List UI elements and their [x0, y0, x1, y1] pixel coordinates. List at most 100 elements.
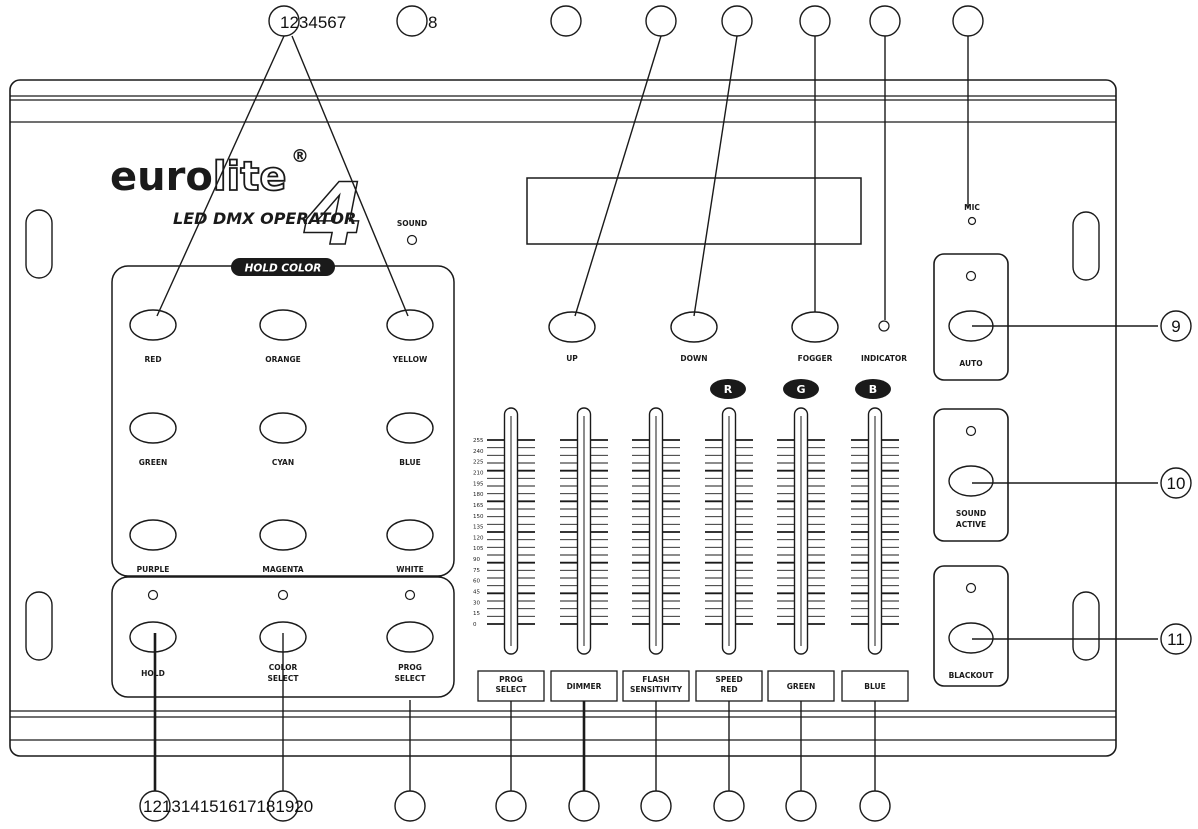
color-button-white[interactable] — [386, 519, 434, 551]
color-button-yellow[interactable] — [386, 309, 434, 341]
rgb-badge-label: R — [724, 383, 733, 396]
color-button-cyan[interactable] — [259, 412, 307, 444]
mode-group-3: BLACKOUT — [933, 565, 1009, 687]
scale-value: 180 — [473, 492, 484, 498]
nav-button-row: UP DOWN FOGGER — [548, 311, 839, 363]
scale-value: 45 — [473, 590, 480, 596]
sound-label: SOUND — [397, 219, 427, 228]
scale-value: 15 — [473, 611, 480, 617]
mode-button-label: ACTIVE — [956, 520, 986, 529]
logo-euro: eurolite — [110, 154, 286, 200]
status-led-icon — [147, 589, 159, 601]
fader-label-box — [767, 670, 835, 702]
rgb-badge-label: B — [869, 383, 877, 396]
callout-circle-bottom-3 — [568, 790, 600, 822]
fader-label-box — [695, 670, 763, 702]
indicator-label: INDICATOR — [861, 354, 907, 363]
mode-led-icon — [965, 425, 977, 437]
up-button-label: UP — [566, 354, 578, 363]
scale-value: 255 — [473, 438, 484, 444]
fader-label: SELECT — [495, 685, 527, 694]
leader-line — [156, 35, 285, 317]
color-button-label: YELLOW — [392, 355, 428, 364]
mode-panel — [933, 408, 1009, 542]
mode-group-1: AUTO — [933, 253, 1009, 381]
brand-logo: eurolite ® 4 LED DMX OPERATOR — [110, 146, 365, 266]
color-button-magenta[interactable] — [259, 519, 307, 551]
color-button-label: CYAN — [272, 458, 294, 467]
fader-label: FLASH — [642, 675, 669, 684]
lower-button-3[interactable] — [386, 621, 434, 653]
indicator-led-icon — [878, 320, 890, 332]
fader-label: PROG — [499, 675, 523, 684]
color-button-label: PURPLE — [137, 565, 170, 574]
housing — [9, 79, 1117, 757]
callout-circle-10 — [1160, 467, 1192, 499]
rack-slot-top-right — [1072, 211, 1100, 281]
callout-circle-9 — [1160, 310, 1192, 342]
callout-circle-top-4 — [721, 5, 753, 37]
scale-value: 90 — [473, 557, 480, 563]
status-led-icon — [277, 589, 289, 601]
up-button[interactable] — [548, 311, 596, 343]
callout-circle-bottom-6 — [785, 790, 817, 822]
rgb-badge-r — [710, 379, 746, 399]
fader-label-box — [550, 670, 618, 702]
mode-button-label: SOUND — [956, 509, 986, 518]
color-button-green[interactable] — [129, 412, 177, 444]
callout-circle-12 — [139, 790, 171, 822]
color-button-label: GREEN — [139, 458, 167, 467]
fader-label-box — [622, 670, 690, 702]
scale-value: 150 — [473, 514, 484, 520]
color-button-orange[interactable] — [259, 309, 307, 341]
fogger-button[interactable] — [791, 311, 839, 343]
mode-button-label: BLACKOUT — [949, 671, 995, 680]
color-button-label: MAGENTA — [262, 565, 303, 574]
mic-label: MIC — [964, 203, 980, 212]
rack-slot-top-left — [25, 209, 53, 279]
callout-circle-bottom-4 — [640, 790, 672, 822]
callout-circle-bottom-5 — [713, 790, 745, 822]
scale-value: 0 — [473, 622, 477, 628]
fader-label: DIMMER — [567, 682, 602, 691]
scale-value: 210 — [473, 470, 484, 476]
hold-color-panel — [111, 265, 455, 577]
model-digit: 4 — [303, 165, 364, 265]
scale-value: 225 — [473, 460, 484, 466]
callout-circle-1 — [268, 5, 300, 37]
down-button-label: DOWN — [680, 354, 707, 363]
sound-led-icon — [406, 234, 418, 246]
fogger-button-label: FOGGER — [798, 354, 833, 363]
fader-label-box — [477, 670, 545, 702]
callout-number: 11 — [1167, 630, 1185, 649]
scale-value: 30 — [473, 600, 480, 606]
color-button-red[interactable] — [129, 309, 177, 341]
fader-6: BLUE — [841, 407, 909, 702]
color-button-blue[interactable] — [386, 412, 434, 444]
lower-button-label: SELECT — [394, 674, 426, 683]
mode-button-2[interactable] — [948, 465, 994, 497]
mode-group-2: SOUND ACTIVE — [933, 408, 1009, 542]
mode-button-label: AUTO — [959, 359, 982, 368]
fader-scale: 2552402252101951801651501351201059075604… — [473, 438, 484, 628]
color-button-purple[interactable] — [129, 519, 177, 551]
down-button[interactable] — [670, 311, 718, 343]
rgb-badge-label: G — [796, 383, 805, 396]
fader-5: GREEN — [767, 407, 835, 702]
hold-color-badge — [231, 258, 335, 276]
scale-value: 75 — [473, 568, 480, 574]
mic-icon — [967, 216, 977, 226]
lower-button-label: HOLD — [141, 669, 165, 678]
lcd-display — [526, 177, 862, 245]
callout-circle-top-7 — [952, 5, 984, 37]
callout-circle-11 — [1160, 623, 1192, 655]
mode-button-3[interactable] — [948, 622, 994, 654]
lower-button-1[interactable] — [129, 621, 177, 653]
lower-button-row: HOLDCOLORSELECTPROGSELECT — [129, 589, 434, 683]
callout-bottom-left-label: 121314151617181920 — [143, 797, 313, 816]
